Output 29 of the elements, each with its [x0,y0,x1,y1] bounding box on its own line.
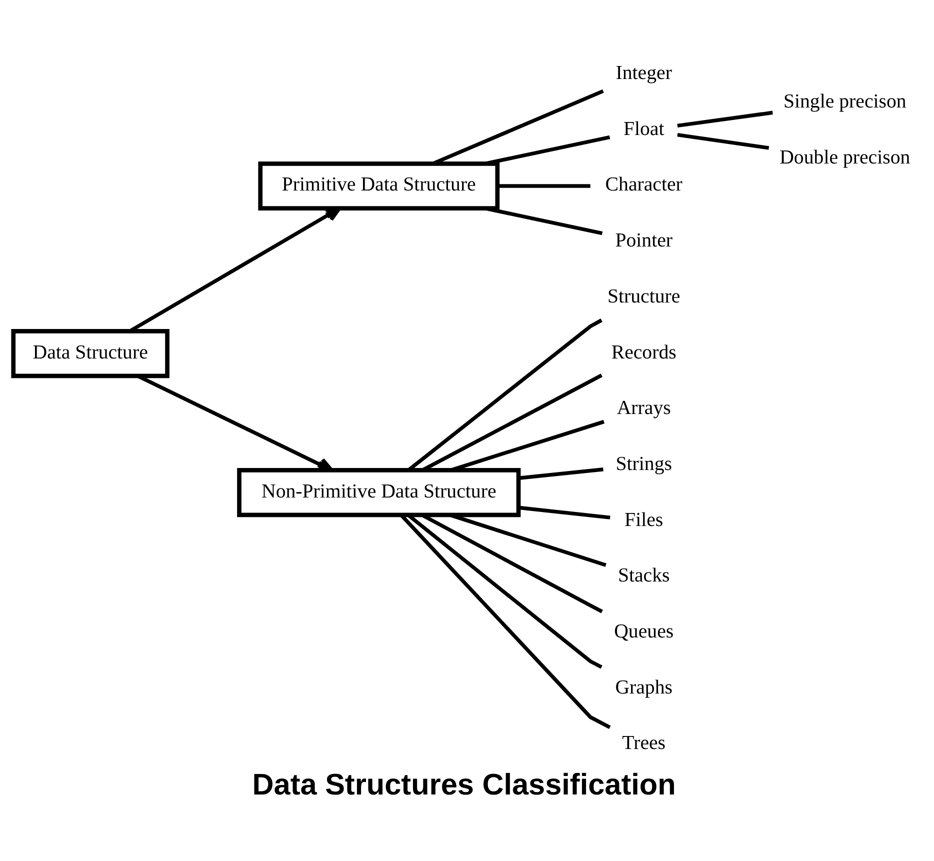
node-text: Graphs [615,676,673,698]
caption: Data Structures Classification [252,768,676,802]
node-text: Queues [614,620,674,643]
node-box: Data Structure [11,329,170,378]
node-box: Non-Primitive Data Structure [237,468,521,518]
node-text: Trees [622,732,666,754]
node-text: Structure [607,285,680,308]
connector [400,514,611,730]
node-text: Files [624,508,664,531]
node-text: Arrays [616,397,671,420]
connector [485,206,603,236]
connector [498,184,590,188]
connector [484,135,610,166]
node-text: Double precison [780,146,910,168]
connector [677,132,770,150]
node-text: Character [605,174,682,196]
node-text: Records [611,341,676,364]
connector [518,468,604,480]
connector [450,420,604,472]
node-text: Pointer [615,230,673,252]
node-text: Strings [616,452,672,475]
connector [518,506,610,520]
connector [677,110,773,128]
node-box: Primitive Data Structure [258,162,500,211]
node-text: Stacks [618,564,670,587]
node-text: Float [623,118,664,140]
node-text: Single precison [783,90,906,113]
connector [449,513,606,567]
node-text: Integer [616,62,672,84]
